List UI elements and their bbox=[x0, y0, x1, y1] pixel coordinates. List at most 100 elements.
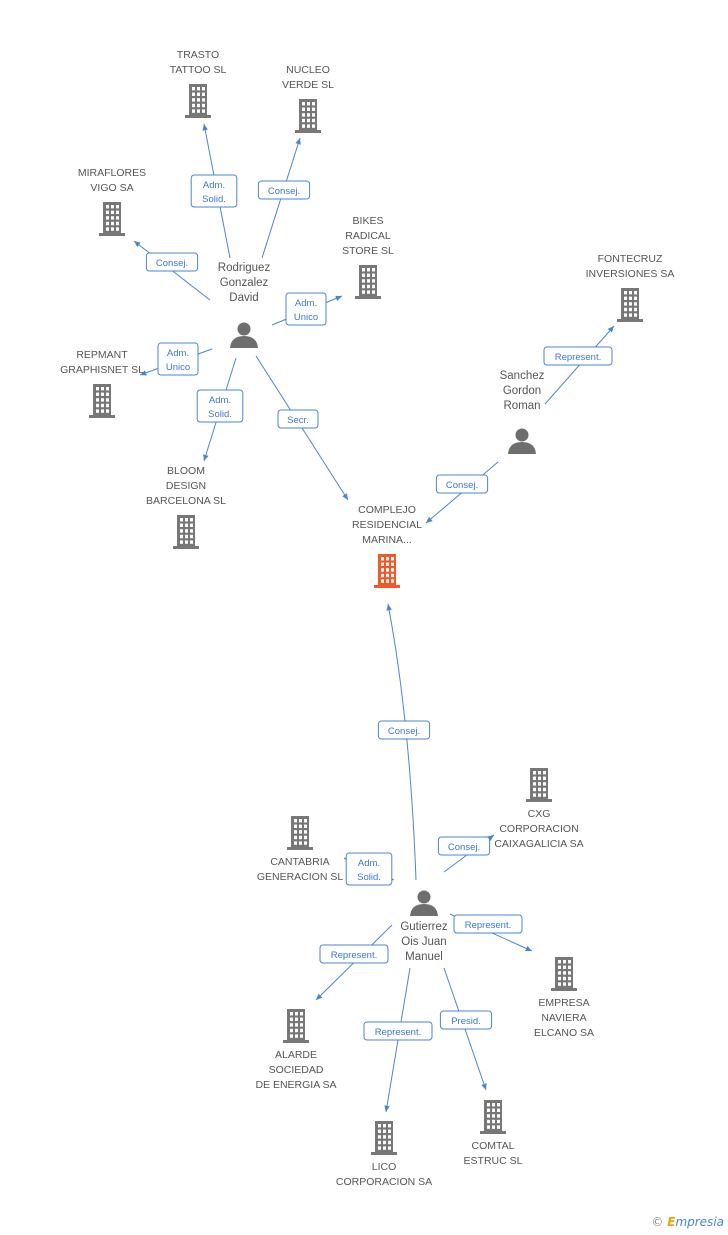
person-label: Rodriguez bbox=[218, 262, 271, 274]
building-icon bbox=[374, 554, 400, 588]
company-label: INVERSIONES SA bbox=[586, 268, 675, 280]
relation-label-rodriguez-bikes[interactable]: Adm.Unico bbox=[285, 292, 327, 326]
company-label: REPMANT bbox=[76, 349, 128, 361]
company-node-fontecruz[interactable]: FONTECRUZ INVERSIONES SA bbox=[586, 253, 675, 322]
relation-label-text: Solid. bbox=[202, 194, 226, 205]
building-icon bbox=[355, 265, 381, 299]
building-icon bbox=[287, 816, 313, 850]
relation-label-text: Presid. bbox=[451, 1016, 481, 1027]
person-label: Gonzalez bbox=[220, 277, 269, 289]
relation-label-text: Solid. bbox=[208, 409, 232, 420]
building-icon bbox=[295, 99, 321, 133]
person-label: Ois Juan bbox=[401, 936, 446, 948]
building-icon bbox=[89, 384, 115, 418]
building-icon bbox=[283, 1009, 309, 1043]
relation-edge bbox=[386, 603, 417, 881]
relation-label-sanchez-fontecruz[interactable]: Represent. bbox=[543, 346, 613, 366]
company-label: NUCLEO bbox=[286, 64, 330, 76]
building-icon bbox=[371, 1121, 397, 1155]
company-label: LICO bbox=[372, 1161, 397, 1173]
person-label: David bbox=[229, 292, 258, 304]
company-node-cxg[interactable]: CXG CORPORACION CAIXAGALICIA SA bbox=[494, 768, 584, 850]
relation-label-sanchez-complejo[interactable]: Consej. bbox=[435, 474, 489, 494]
person-label: Roman bbox=[503, 400, 540, 412]
company-node-naviera[interactable]: EMPRESA NAVIERA ELCANO SA bbox=[534, 957, 594, 1039]
company-node-alarde[interactable]: ALARDE SOCIEDAD DE ENERGIA SA bbox=[255, 1009, 337, 1091]
relation-label-text: Represent. bbox=[375, 1027, 421, 1038]
company-node-complejo[interactable]: COMPLEJORESIDENCIALMARINA... bbox=[352, 504, 422, 588]
company-label: MIRAFLORES bbox=[78, 167, 146, 179]
company-label: TATTOO SL bbox=[170, 64, 227, 76]
relation-label-text: Unico bbox=[166, 362, 190, 373]
relation-label-rodriguez-nucleo[interactable]: Consej. bbox=[257, 180, 311, 200]
company-label: CAIXAGALICIA SA bbox=[494, 838, 583, 850]
company-label: GRAPHISNET SL bbox=[60, 364, 144, 376]
brand-footer: © Empresia bbox=[651, 1215, 724, 1229]
person-label: Gutierrez bbox=[400, 921, 448, 933]
company-label: VERDE SL bbox=[282, 79, 334, 91]
relation-label-gutierrez-cantabria[interactable]: Adm.Solid. bbox=[345, 852, 393, 886]
person-icon bbox=[508, 428, 536, 454]
relation-label-gutierrez-lico[interactable]: Represent. bbox=[363, 1021, 433, 1041]
company-label: RESIDENCIAL bbox=[352, 519, 422, 531]
building-icon bbox=[617, 288, 643, 322]
relation-label-text: Adm. bbox=[167, 348, 189, 359]
company-label: NAVIERA bbox=[541, 1012, 586, 1024]
company-label: TRASTO bbox=[177, 49, 219, 61]
company-node-comtal[interactable]: COMTAL ESTRUC SL bbox=[464, 1100, 523, 1167]
company-label: EMPRESA bbox=[538, 997, 589, 1009]
relation-label-gutierrez-cxg[interactable]: Consej. bbox=[437, 836, 491, 856]
building-icon bbox=[99, 202, 125, 236]
company-label: COMTAL bbox=[472, 1140, 515, 1152]
company-label: RADICAL bbox=[345, 230, 391, 242]
brand-logo-initial: E bbox=[667, 1215, 676, 1229]
building-icon bbox=[185, 84, 211, 118]
relation-label-gutierrez-comtal[interactable]: Presid. bbox=[439, 1010, 493, 1030]
company-label: ALARDE bbox=[275, 1049, 317, 1061]
company-label: DESIGN bbox=[166, 480, 206, 492]
company-node-nucleo[interactable]: NUCLEO VERDE SL bbox=[282, 64, 334, 133]
relation-label-text: Adm. bbox=[209, 395, 231, 406]
person-label: Sanchez bbox=[500, 370, 545, 382]
relation-label-rodriguez-bloom[interactable]: Adm. Solid. bbox=[196, 389, 244, 423]
relation-label-rodriguez-miraflores[interactable]: Consej. bbox=[145, 252, 199, 272]
relation-label-text: Adm. bbox=[203, 180, 225, 191]
relation-label-rodriguez-trasto[interactable]: Adm. Solid. bbox=[190, 174, 238, 208]
company-label: BLOOM bbox=[167, 465, 205, 477]
relation-label-rodriguez-complejo[interactable]: Secr. bbox=[277, 409, 319, 429]
company-label: ESTRUC SL bbox=[464, 1155, 523, 1167]
company-label: FONTECRUZ bbox=[598, 253, 663, 265]
relation-label-text: Adm. bbox=[358, 858, 380, 869]
relation-label-text: Secr. bbox=[287, 415, 309, 426]
company-node-lico[interactable]: LICO CORPORACION SA bbox=[336, 1121, 432, 1188]
company-label: COMPLEJO bbox=[358, 504, 416, 516]
person-icon bbox=[230, 322, 258, 348]
company-label: CORPORACION bbox=[499, 823, 578, 835]
company-label: CANTABRIA bbox=[270, 856, 329, 868]
relation-label-text: Represent. bbox=[555, 352, 601, 363]
company-label: ELCANO SA bbox=[534, 1027, 594, 1039]
company-node-trasto[interactable]: TRASTO TATTOO SL bbox=[170, 49, 227, 118]
company-label: CXG bbox=[528, 808, 551, 820]
company-node-repmant[interactable]: REPMANT GRAPHISNET SL bbox=[60, 349, 144, 418]
relation-label-gutierrez-naviera[interactable]: Represent. bbox=[453, 914, 523, 934]
company-label: SOCIEDAD bbox=[269, 1064, 324, 1076]
building-icon bbox=[526, 768, 552, 802]
relation-label-gutierrez-alarde[interactable]: Represent. bbox=[319, 944, 389, 964]
relation-label-text: Consej. bbox=[268, 186, 300, 197]
relation-label-text: Unico bbox=[294, 312, 318, 323]
company-label: CORPORACION SA bbox=[336, 1176, 432, 1188]
relation-label-text: Consej. bbox=[388, 726, 420, 737]
person-label: Gordon bbox=[503, 385, 541, 397]
relation-label-rodriguez-repmant[interactable]: Adm. Unico bbox=[157, 342, 199, 376]
relation-label-gutierrez-complejo[interactable]: Consej. bbox=[377, 720, 431, 740]
company-label: DE ENERGIA SA bbox=[255, 1079, 336, 1091]
